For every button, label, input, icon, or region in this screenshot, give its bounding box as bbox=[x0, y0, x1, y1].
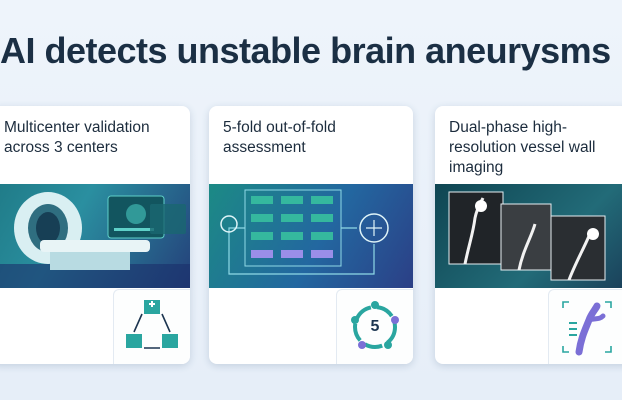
card-heading: Multicenter validation across 3 centers bbox=[4, 119, 150, 156]
card-multicenter-validation: Multicenter validation across 3 centers bbox=[0, 106, 190, 364]
mri-scanner-illustration bbox=[0, 184, 190, 288]
page-title: AI detects unstable brain aneurysms bbox=[0, 30, 611, 71]
hospital-network-icon bbox=[113, 289, 190, 364]
fold-pipeline-illustration bbox=[209, 184, 413, 288]
card-heading: Dual-phase high-resolution vessel wall i… bbox=[449, 119, 596, 176]
card-heading: 5-fold out-of-fold assessment bbox=[223, 119, 336, 156]
card-vessel-wall-imaging: Dual-phase high-resolution vessel wall i… bbox=[435, 106, 622, 364]
vessel-scan-icon bbox=[548, 289, 622, 364]
fold-count: 5 bbox=[370, 318, 380, 335]
fold-cycle-icon: 5 bbox=[336, 289, 413, 364]
card-out-of-fold-assessment: 5-fold out-of-fold assessment bbox=[209, 106, 413, 364]
angiography-illustration bbox=[435, 184, 622, 288]
